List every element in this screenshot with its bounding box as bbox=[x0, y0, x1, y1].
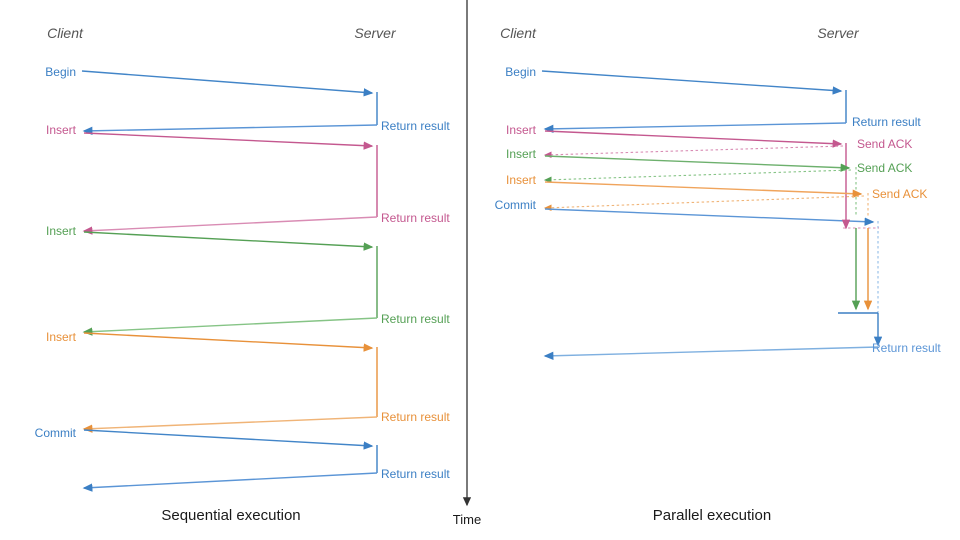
client-event-label-begin: Begin bbox=[45, 65, 76, 79]
arrow-response-insert-3 bbox=[82, 416, 378, 433]
time-axis-label: Time bbox=[453, 512, 481, 527]
server-event-label-return-3: Return result bbox=[381, 312, 450, 326]
message-group-commit: Commit Return result bbox=[35, 426, 450, 492]
lane-title-client-parallel: Client bbox=[500, 25, 537, 41]
time-divider: Time bbox=[453, 0, 481, 527]
server-event-label-return-parallel-2: Return result bbox=[872, 341, 941, 355]
message-group-commit-parallel: Commit bbox=[495, 198, 879, 313]
panel-caption-parallel: Parallel execution bbox=[653, 507, 771, 524]
arrow-response-begin-parallel bbox=[543, 122, 847, 134]
server-event-label-ack-3: Send ACK bbox=[872, 187, 927, 201]
arrow-request-begin-parallel bbox=[541, 70, 843, 95]
client-event-label-insert-3: Insert bbox=[46, 330, 77, 344]
lane-title-server: Server bbox=[354, 25, 397, 41]
arrow-response-insert-1 bbox=[82, 216, 378, 235]
message-group-begin: Begin Return result bbox=[45, 65, 450, 136]
client-event-label-insert-2: Insert bbox=[46, 224, 77, 238]
message-group-insert-1: Insert Return result bbox=[46, 123, 450, 235]
client-event-label-insert-3-parallel: Insert bbox=[506, 173, 537, 187]
arrow-request-begin bbox=[81, 70, 374, 97]
arrow-request-insert-1-parallel bbox=[544, 130, 843, 148]
message-group-insert-1-parallel: Insert Send ACK bbox=[506, 123, 912, 214]
server-event-label-return-2: Return result bbox=[381, 211, 450, 225]
arrow-ack-insert-3-parallel bbox=[543, 195, 865, 212]
message-group-insert-3-parallel: Insert Send ACK bbox=[506, 173, 927, 217]
server-event-label-return-4: Return result bbox=[381, 410, 450, 424]
arrow-ack-insert-1-parallel bbox=[543, 145, 844, 159]
client-event-label-insert-2-parallel: Insert bbox=[506, 147, 537, 161]
lane-title-client: Client bbox=[47, 25, 84, 41]
arrow-request-insert-3 bbox=[83, 332, 374, 352]
arrow-request-insert-1 bbox=[83, 132, 374, 150]
arrow-ack-insert-2-parallel bbox=[543, 169, 852, 184]
server-event-label-ack-1: Send ACK bbox=[857, 137, 912, 151]
message-group-insert-2: Insert Return result bbox=[46, 224, 450, 336]
panel-caption-sequential: Sequential execution bbox=[161, 507, 300, 524]
client-event-label-begin-parallel: Begin bbox=[505, 65, 536, 79]
message-group-insert-2-parallel: Insert Send ACK bbox=[506, 147, 912, 216]
arrow-request-commit-parallel bbox=[544, 208, 875, 226]
arrow-response-insert-2 bbox=[82, 317, 378, 336]
panel-sequential: Client Server Begin Return result Insert… bbox=[35, 25, 451, 524]
arrow-request-insert-2-parallel bbox=[544, 155, 851, 172]
arrow-request-insert-3-parallel bbox=[544, 181, 863, 198]
server-event-label-return-5: Return result bbox=[381, 467, 450, 481]
arrow-request-commit bbox=[83, 429, 374, 450]
lane-title-server-parallel: Server bbox=[817, 25, 860, 41]
arrow-response-commit-parallel bbox=[543, 346, 879, 360]
arrow-response-begin bbox=[82, 124, 378, 136]
panel-parallel: Client Server Begin Return result Insert… bbox=[495, 25, 942, 524]
join-barrier-group: Return result bbox=[543, 214, 941, 360]
server-event-label-return-1: Return result bbox=[381, 119, 450, 133]
arrow-request-insert-2 bbox=[83, 231, 374, 251]
client-event-label-insert-1-parallel: Insert bbox=[506, 123, 537, 137]
client-event-label-insert-1: Insert bbox=[46, 123, 77, 137]
message-group-insert-3: Insert Return result bbox=[46, 330, 450, 433]
client-event-label-commit: Commit bbox=[35, 426, 77, 440]
client-event-label-commit-parallel: Commit bbox=[495, 198, 537, 212]
server-event-label-ack-2: Send ACK bbox=[857, 161, 912, 175]
server-event-label-return-parallel-1: Return result bbox=[852, 115, 921, 129]
message-group-begin-parallel: Begin Return result bbox=[505, 65, 921, 134]
arrow-response-commit bbox=[82, 472, 378, 492]
